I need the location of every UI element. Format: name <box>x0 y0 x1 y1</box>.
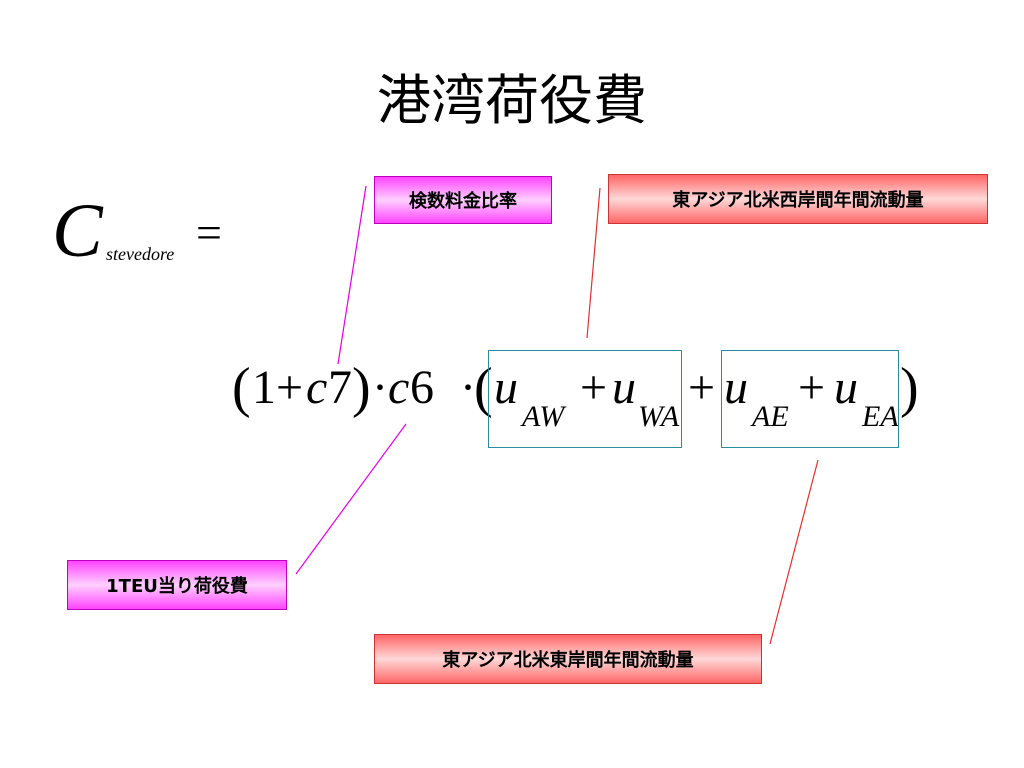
u-aw-subscript: AW <box>522 400 565 433</box>
east-coast-term-frame <box>721 350 899 448</box>
connector-per-teu-cost <box>295 423 407 575</box>
close-paren-2: ) <box>900 357 919 419</box>
c6-number: 6 <box>410 361 434 414</box>
plus-sign-2: + <box>580 361 608 414</box>
lhs-symbol: C <box>52 189 103 273</box>
u-ae-subscript: AE <box>752 400 789 433</box>
u-aw-variable: u <box>494 361 518 414</box>
u-wa-variable: u <box>612 361 636 414</box>
open-paren-2: ( <box>474 357 493 419</box>
slide-title: 港湾荷役費 <box>377 69 647 132</box>
c7-number: 7 <box>328 361 352 414</box>
u-ea-subscript: EA <box>862 400 899 433</box>
label-west-coast-flow: 東アジア北米西岸間年間流動量 <box>608 174 988 224</box>
lhs-subscript: stevedore <box>106 244 175 264</box>
close-paren-1: ) <box>352 357 371 419</box>
connector-inspection-fee <box>337 185 367 365</box>
u-ae-variable: u <box>724 361 748 414</box>
label-inspection-fee-ratio: 検数料金比率 <box>374 176 552 224</box>
connector-west-coast-flow <box>586 187 601 339</box>
c7-variable: c <box>306 361 328 414</box>
dot-operator-1: · <box>372 361 388 414</box>
plus-sign-4: + <box>798 361 826 414</box>
u-ea-variable: u <box>834 361 858 414</box>
west-coast-term-frame <box>488 350 682 448</box>
open-paren-1: ( <box>232 357 251 419</box>
u-wa-subscript: WA <box>638 400 680 433</box>
label-per-teu-cost: 1TEU当り荷役費 <box>67 560 287 610</box>
label-east-coast-flow: 東アジア北米東岸間年間流動量 <box>374 634 762 684</box>
plus-sign-3: + <box>688 361 716 414</box>
connector-east-coast-flow <box>769 459 819 645</box>
plus-sign-1: + <box>276 361 304 414</box>
equals-sign: = <box>196 207 222 258</box>
dot-operator-2: · <box>460 361 476 414</box>
c6-variable: c <box>388 361 410 414</box>
term-one: 1 <box>252 361 276 414</box>
